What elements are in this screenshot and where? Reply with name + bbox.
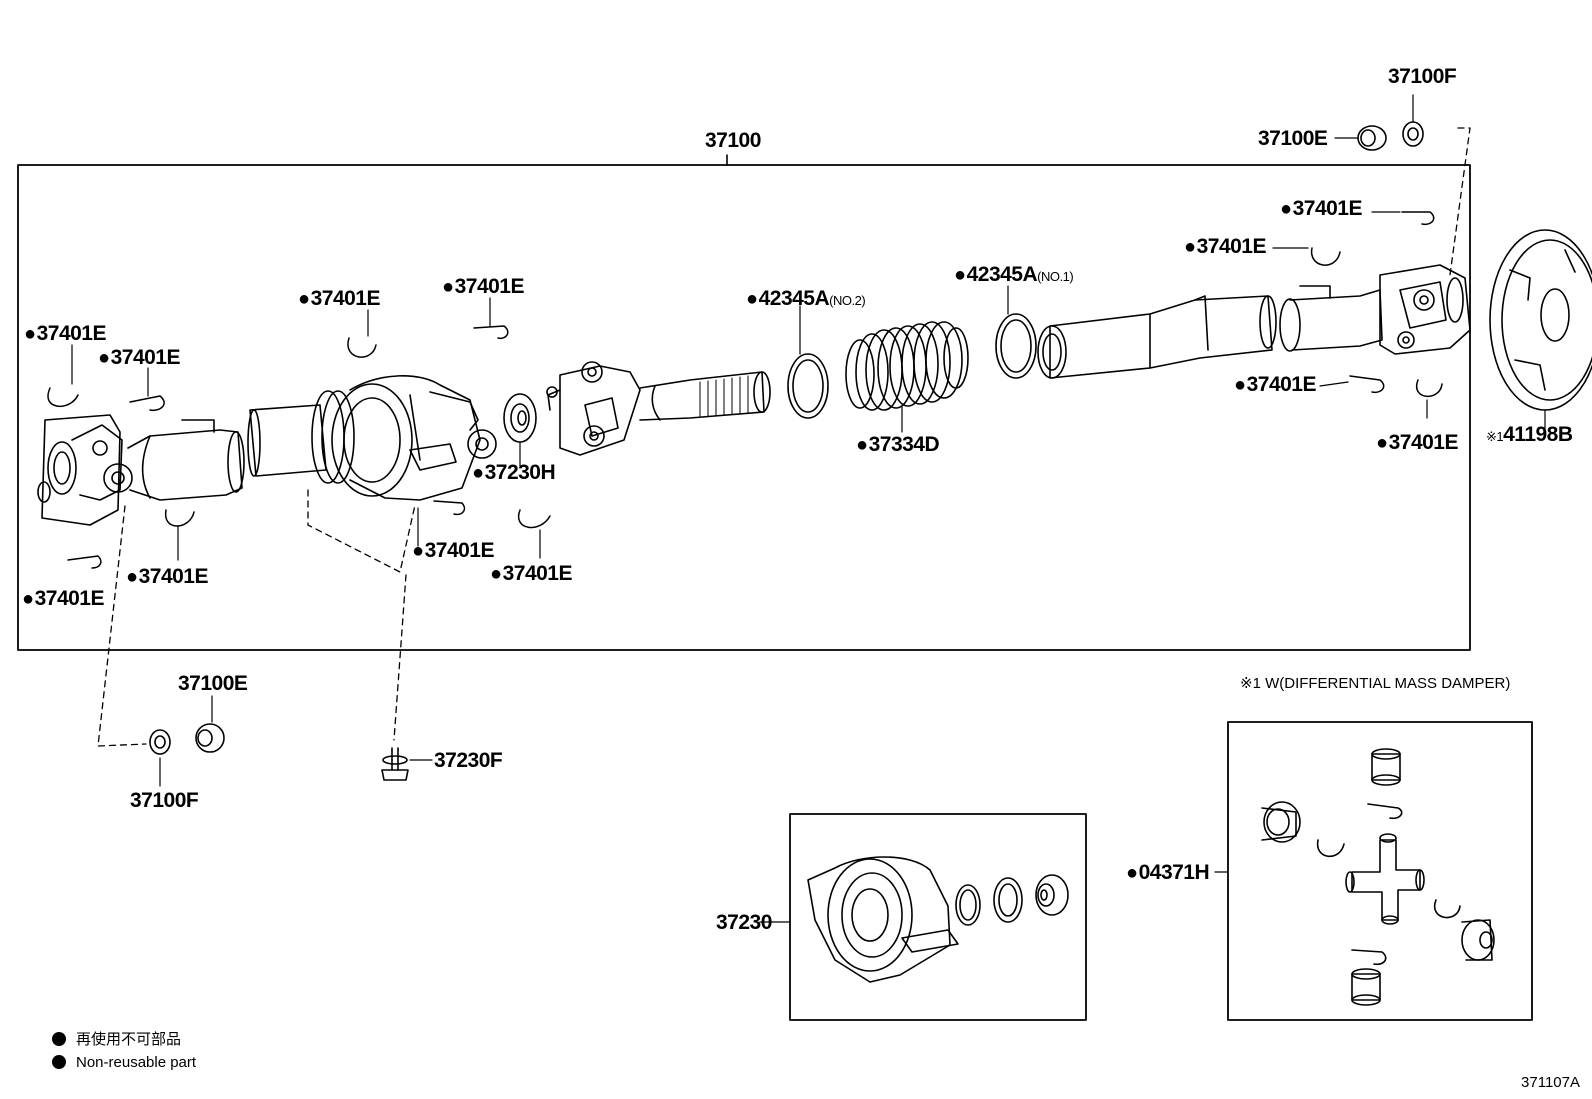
snap-ring-label-r3[interactable]: 37401E [1234, 374, 1317, 396]
bolt-37230f-label[interactable]: 37230F [434, 749, 503, 772]
slip-yoke-spline [546, 361, 771, 456]
center-support-detail [807, 856, 1069, 983]
snap-ring-label-l3[interactable]: 37401E [126, 566, 209, 588]
part-37100f-top-label[interactable]: 37100F [1388, 65, 1457, 88]
rear-yoke-joint [1379, 264, 1471, 355]
snap-ring-label-l2[interactable]: 37401E [98, 347, 181, 369]
damper-note-marker: ※1 [1486, 429, 1504, 444]
clamp-no2-sub-label: (NO.2) [829, 293, 866, 308]
spider-kit-detail [1261, 748, 1495, 1006]
snap-ring-label-r1[interactable]: 37401E [1280, 198, 1363, 220]
assembly-37100-label[interactable]: 37100 [705, 129, 761, 152]
snap-ring-label-l1[interactable]: 37401E [24, 323, 107, 345]
bolt-37230f [381, 747, 409, 781]
legend-japanese: 再使用不可部品 [52, 1028, 181, 1049]
clamp-no2-label[interactable]: 42345A(NO.2) [746, 288, 866, 312]
figure-code: 371107A [1521, 1074, 1580, 1091]
bearing-ring-37230h [503, 393, 537, 443]
dashed-guides [97, 127, 1471, 747]
snap-ring-label-r4[interactable]: 37401E [1376, 432, 1459, 454]
nuts-washers-bottom [149, 723, 225, 755]
bearing-37230h-label[interactable]: 37230H [472, 462, 556, 484]
snap-ring-label-m3[interactable]: 37401E [412, 540, 495, 562]
part-37100e-top-label[interactable]: 37100E [1258, 127, 1328, 150]
damper-41198b-label[interactable]: ※141198B [1486, 423, 1573, 446]
center-support-37230-label[interactable]: 37230 [716, 911, 772, 934]
mass-damper-disk [1489, 229, 1592, 411]
left-yoke-joint [37, 414, 245, 526]
rear-tube [1037, 285, 1383, 379]
snap-ring-label-m4[interactable]: 37401E [490, 563, 573, 585]
legend-bullet-icon [52, 1032, 66, 1046]
spider-kit-04371h-label[interactable]: 04371H [1126, 862, 1210, 884]
differential-mass-damper-note: ※1 W(DIFFERENTIAL MASS DAMPER) [1240, 675, 1511, 692]
clamp-no1-sub-label: (NO.1) [1037, 269, 1074, 284]
boot-37334d [845, 321, 969, 411]
nuts-washers-top [1357, 121, 1424, 151]
clamp-no2 [787, 353, 829, 419]
snap-ring-label-r2[interactable]: 37401E [1184, 236, 1267, 258]
clamp-no1 [995, 313, 1037, 379]
assembly-frame [17, 164, 1471, 651]
leader-lines [71, 94, 1546, 923]
clamp-no1-label[interactable]: 42345A(NO.1) [954, 264, 1074, 288]
part-37100e-bottom-label[interactable]: 37100E [178, 672, 248, 695]
boot-37334d-label[interactable]: 37334D [856, 434, 940, 456]
legend-bullet-icon [52, 1055, 66, 1069]
legend-english: Non-reusable part [52, 1054, 196, 1071]
center-bearing-section [247, 375, 497, 501]
snap-rings [47, 211, 1443, 569]
snap-ring-label-m1[interactable]: 37401E [298, 288, 381, 310]
spider-kit-inset-frame [1227, 721, 1533, 1021]
snap-ring-label-m2[interactable]: 37401E [442, 276, 525, 298]
part-37100f-bottom-label[interactable]: 37100F [130, 789, 199, 812]
snap-ring-label-l4[interactable]: 37401E [22, 588, 105, 610]
center-support-inset-frame [789, 813, 1087, 1021]
